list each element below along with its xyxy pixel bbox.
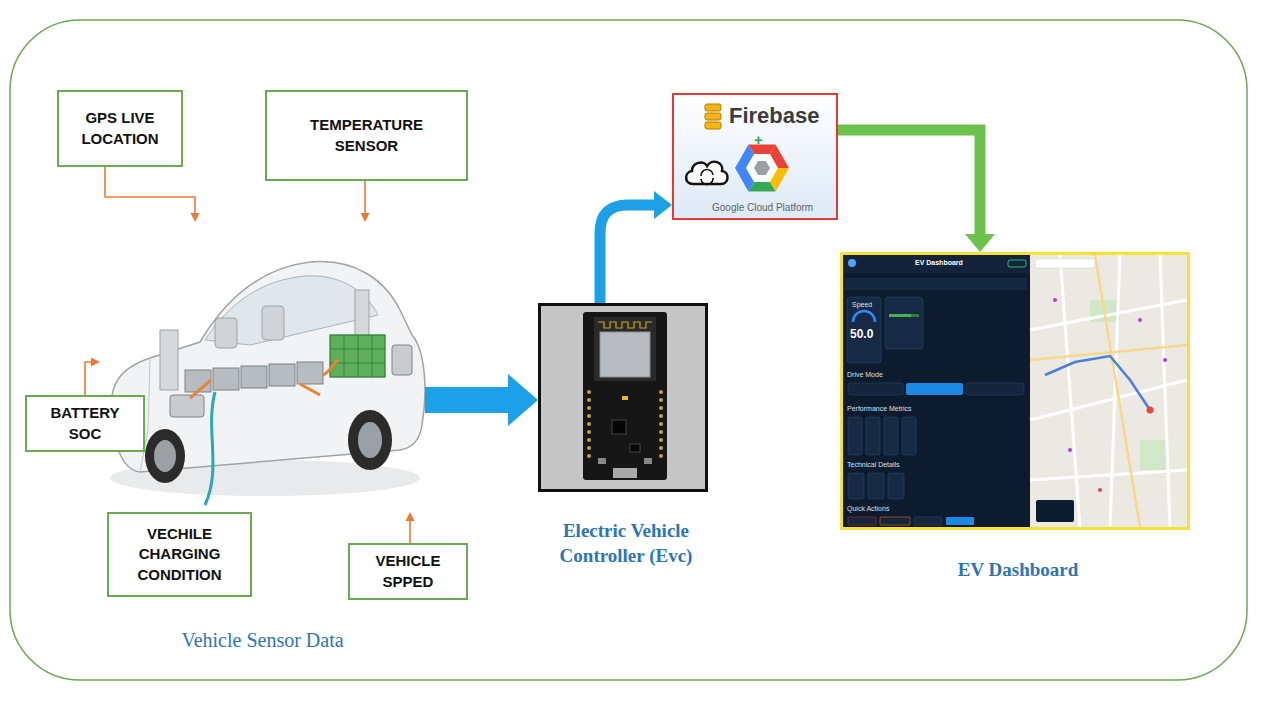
sensor-box: BATTERY SOC [25, 395, 145, 452]
plus-sign: + [754, 131, 763, 148]
connector-line [85, 362, 92, 395]
connector-arrow [361, 181, 370, 222]
screen-label: Performance Metrics [847, 405, 912, 412]
connector-line [425, 387, 511, 413]
connector-line [409, 520, 411, 543]
sensor-label: BATTERY SOC [40, 403, 130, 444]
car-illustration [110, 262, 425, 505]
sensor-box: VEHICLE SPPED [348, 543, 468, 600]
connector-arrow [425, 374, 538, 426]
dashboard-box: EV Dashboard [840, 252, 1190, 530]
arrow-head [406, 512, 415, 521]
caption: EV Dashboard [843, 558, 1193, 583]
dashboard-screenshot [840, 252, 1190, 530]
connector-line [364, 181, 366, 214]
screen-label: EV Dashboard [915, 259, 963, 266]
caption: Vehicle Sensor Data [100, 627, 425, 653]
service-name: Google Cloud Platform [712, 202, 813, 213]
vehicle-node: Vehicle Sensor Data [100, 222, 425, 512]
connector-arrow [105, 167, 200, 222]
connector-arrow [600, 191, 672, 303]
sensor-label: GPS LIVE LOCATION [65, 108, 175, 149]
outer-frame [10, 20, 1247, 680]
sensor-label: VEHICLE SPPED [366, 551, 451, 592]
connector-line [105, 167, 195, 214]
caption: Electric Vehicle Controller (Evc) [526, 519, 726, 568]
connector-line [838, 130, 980, 236]
connector-arrow [85, 358, 100, 396]
sensor-box: VECHILE CHARGING CONDITION [107, 512, 252, 597]
sensor-box: TEMPERATURE SENSOR [265, 90, 468, 181]
screen-label: Speed [852, 301, 872, 308]
sensor-label: TEMPERATURE SENSOR [302, 115, 432, 156]
screen-label: Technical Details [847, 461, 900, 468]
arrow-head [654, 191, 672, 219]
sensor-label: VECHILE CHARGING CONDITION [130, 524, 230, 585]
esp32-board [538, 303, 708, 492]
sensor-box: GPS LIVE LOCATION [57, 90, 183, 167]
controller-box: Electric Vehicle Controller (Evc) [538, 303, 708, 492]
cloud-box: Firebase + Google Cloud Platform [672, 93, 838, 220]
connector-arrow [838, 130, 995, 252]
connector-arrow [406, 512, 415, 543]
screen-label: Drive Mode [847, 371, 883, 378]
arrow-head [361, 213, 370, 222]
connector-line [600, 205, 656, 303]
arrow-head [91, 358, 100, 367]
service-name: Firebase [729, 103, 820, 129]
screen-label: Quick Actions [847, 505, 889, 512]
arrow-head [191, 213, 200, 222]
firebase-logo-panel [672, 93, 838, 220]
arrow-head [965, 234, 995, 252]
screen-label: 50.0 [850, 327, 873, 341]
arrow-head [508, 374, 538, 426]
